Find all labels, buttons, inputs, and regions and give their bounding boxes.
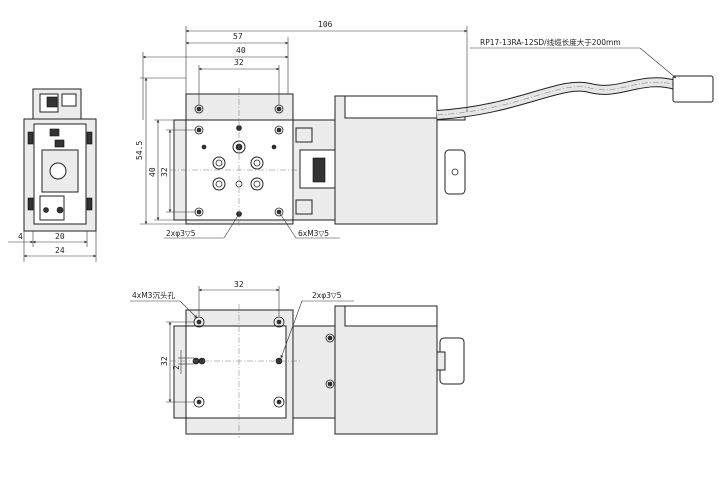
top-view-dimensions: 106 57 40 32 54.5 40 32 <box>135 20 468 225</box>
screw-holes-top-label: 6xM3▽5 <box>298 229 329 238</box>
top-view <box>170 88 466 228</box>
connector-icon <box>672 75 714 103</box>
dim-32-v: 32 <box>160 167 169 177</box>
dim-57: 57 <box>233 32 243 41</box>
side-view <box>23 88 97 232</box>
bottom-view-dimensions: 32 32 2 <box>160 280 280 403</box>
countersunk-bottom-label: 4xM3沉头孔 <box>132 290 175 300</box>
dim-bottom-2: 2 <box>172 365 181 370</box>
dim-bottom-32-v: 32 <box>160 356 169 366</box>
dim-32-top: 32 <box>234 58 244 67</box>
dim-overall-106: 106 <box>318 20 333 29</box>
dim-side-4: 4 <box>18 232 23 241</box>
dim-40: 40 <box>236 46 246 55</box>
bottom-view-callouts: 4xM3沉头孔 2xφ3▽5 <box>130 290 354 359</box>
cable-spec-label: RP17-13RA-12SD/线缆长度大于200mm <box>480 37 621 47</box>
dim-side-24: 24 <box>55 246 65 255</box>
pin-holes-top-label: 2xφ3▽5 <box>166 229 196 238</box>
side-view-dimensions: 4 20 24 <box>8 231 97 262</box>
top-view-callouts: RP17-13RA-12SD/线缆长度大于200mm 2xφ3▽5 6xM3▽5 <box>164 37 677 239</box>
dim-bottom-32-h: 32 <box>234 280 244 289</box>
dim-54-5: 54.5 <box>135 141 144 160</box>
cable <box>436 75 714 120</box>
bottom-view <box>170 304 465 438</box>
dim-side-20: 20 <box>55 232 65 241</box>
pin-holes-bottom-label: 2xφ3▽5 <box>312 291 342 300</box>
dim-40-v: 40 <box>148 167 157 177</box>
